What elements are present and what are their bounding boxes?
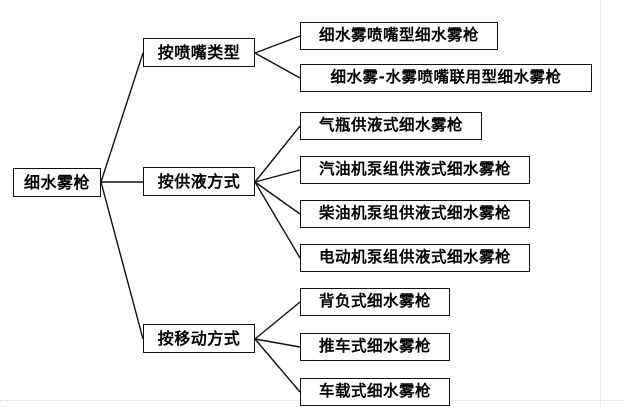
node-branch-mobility-method[interactable]: 按移动方式 (143, 324, 255, 353)
node-leaf-label: 柴油机泵组供液式细水雾枪 (318, 204, 511, 223)
node-leaf-label: 汽油机泵组供液式细水雾枪 (318, 160, 511, 179)
node-leaf-label: 车载式细水雾枪 (318, 382, 431, 401)
link-branch-2-to-leaf-2 (254, 169, 301, 183)
link-root-to-branch-1 (100, 52, 144, 183)
link-branch-3-to-leaf-3 (254, 338, 301, 393)
link-branch-3-to-leaf-2 (254, 338, 301, 348)
node-leaf-label: 背负式细水雾枪 (318, 292, 431, 311)
node-root-label: 细水雾枪 (23, 172, 90, 192)
node-leaf-label: 细水雾喷嘴型细水雾枪 (318, 26, 479, 45)
link-branch-2-to-leaf-3 (254, 181, 301, 215)
node-leaf-label: 电动机泵组供液式细水雾枪 (318, 248, 511, 267)
node-leaf-mobility-3[interactable]: 车载式细水雾枪 (300, 378, 450, 406)
node-branch-nozzle-type[interactable]: 按喷嘴类型 (143, 38, 255, 67)
link-branch-2-to-leaf-1 (254, 125, 301, 183)
node-leaf-mobility-1[interactable]: 背负式细水雾枪 (300, 288, 450, 316)
node-leaf-supply-4[interactable]: 电动机泵组供液式细水雾枪 (300, 244, 530, 272)
link-branch-2-to-leaf-4 (254, 181, 301, 259)
node-branch-supply-method[interactable]: 按供液方式 (143, 167, 255, 196)
node-leaf-nozzle-1[interactable]: 细水雾喷嘴型细水雾枪 (300, 22, 498, 50)
node-leaf-label: 气瓶供液式细水雾枪 (318, 116, 463, 135)
node-leaf-supply-3[interactable]: 柴油机泵组供液式细水雾枪 (300, 200, 530, 228)
node-leaf-label: 细水雾-水雾喷嘴联用型细水雾枪 (330, 68, 562, 87)
node-leaf-nozzle-2[interactable]: 细水雾-水雾喷嘴联用型细水雾枪 (300, 64, 592, 92)
link-root-to-branch-3 (100, 181, 144, 340)
node-leaf-supply-2[interactable]: 汽油机泵组供液式细水雾枪 (300, 156, 530, 184)
node-root[interactable]: 细水雾枪 (13, 168, 101, 197)
node-branch-label: 按移动方式 (157, 328, 241, 348)
link-branch-1-to-leaf-1 (254, 35, 301, 54)
link-branch-3-to-leaf-1 (254, 301, 301, 340)
node-leaf-mobility-2[interactable]: 推车式细水雾枪 (300, 333, 450, 361)
node-branch-label: 按供液方式 (157, 171, 241, 191)
node-leaf-supply-1[interactable]: 气瓶供液式细水雾枪 (300, 112, 482, 140)
node-leaf-label: 推车式细水雾枪 (318, 337, 431, 356)
page-guide-right (600, 0, 601, 407)
node-branch-label: 按喷嘴类型 (157, 42, 241, 62)
link-branch-1-to-leaf-2 (254, 52, 301, 79)
